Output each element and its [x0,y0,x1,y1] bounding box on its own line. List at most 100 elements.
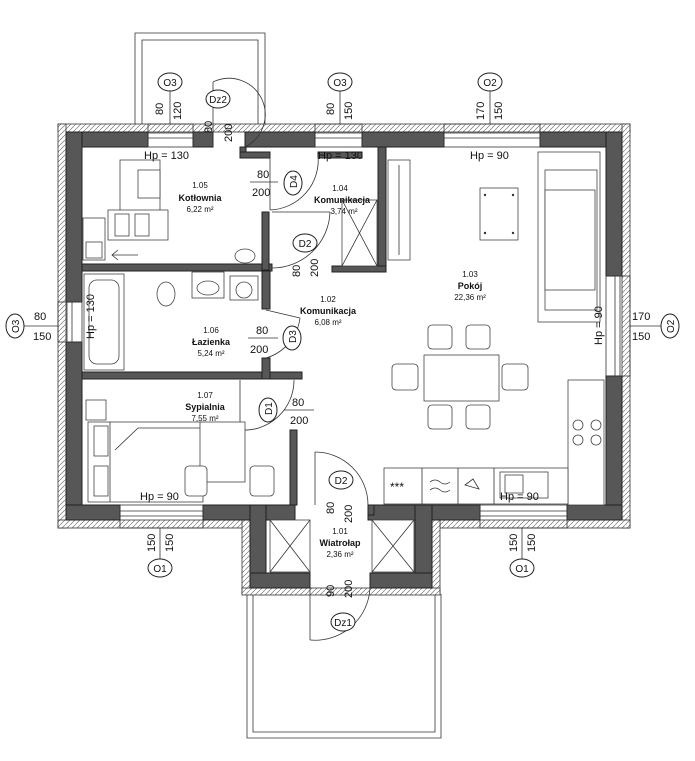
room-label-1-05: 1.05 Kotłownia 6,22 m² [179,181,223,214]
svg-text:6,22 m²: 6,22 m² [186,205,213,214]
svg-text:200: 200 [309,259,321,277]
room-label-1-01: 1.01 Wiatrołap 2,36 m² [320,527,361,559]
boiler-equipment [82,159,256,264]
svg-text:1.04: 1.04 [332,184,348,193]
svg-text:150: 150 [508,534,520,552]
svg-text:90: 90 [325,585,337,597]
svg-text:Hp = 90: Hp = 90 [500,491,539,503]
window-tag-o2-right: O2 170 150 Hp = 90 [593,306,680,345]
svg-text:O1: O1 [153,564,167,575]
labels: 1.05 Kotłownia 6,22 m² 1.04 Komunikacja … [5,72,680,632]
svg-text:Hp = 130: Hp = 130 [85,294,97,339]
svg-text:Hp = 90: Hp = 90 [470,150,509,162]
interior-walls [81,146,387,516]
svg-text:3,74 m²: 3,74 m² [330,207,357,216]
door-tag-dz2: Dz2 80 200 [203,89,235,142]
svg-text:80: 80 [34,311,46,323]
svg-text:200: 200 [250,344,268,356]
window-o1-left [119,504,204,529]
room-label-1-02: 1.02 Komunikacja 6,08 m² [300,295,357,327]
svg-text:Sypialnia: Sypialnia [185,402,226,412]
svg-text:D4: D4 [289,175,300,188]
svg-text:O1: O1 [515,564,529,575]
door-tag-d4: D4 80 200 [250,169,303,199]
svg-text:Dz1: Dz1 [334,618,352,629]
svg-text:150: 150 [33,331,51,343]
door-d4-swing [269,154,319,211]
svg-text:1.07: 1.07 [197,391,213,400]
door-d2-swing-b [314,451,369,506]
window-tag-o1-left: O1 150 150 Hp = 90 [140,491,179,578]
svg-text:1.05: 1.05 [192,181,208,190]
svg-text:Komunikacja: Komunikacja [314,195,371,205]
window-openings [57,123,631,529]
svg-text:150: 150 [343,102,355,120]
svg-text:150: 150 [632,331,650,343]
window-o3-top-left [147,123,194,148]
svg-text:Komunikacja: Komunikacja [300,306,357,316]
svg-text:2,36 m²: 2,36 m² [326,550,353,559]
svg-text:80: 80 [154,103,166,115]
svg-text:Łazienka: Łazienka [192,337,231,347]
svg-text:D2: D2 [299,239,312,250]
svg-text:80: 80 [257,169,269,181]
svg-text:1.02: 1.02 [320,295,336,304]
svg-text:80: 80 [325,502,337,514]
window-o3-top-mid [314,123,363,148]
svg-text:O3: O3 [11,319,22,333]
svg-text:1.06: 1.06 [203,326,219,335]
bedroom-furniture [85,399,275,503]
svg-text:80: 80 [325,103,337,115]
room-label-1-03: 1.03 Pokój 22,36 m² [454,270,486,302]
door-tag-d1: D1 80 200 [258,397,314,427]
svg-text:D3: D3 [288,330,299,343]
svg-text:200: 200 [343,580,355,598]
window-o2-top [443,123,541,148]
svg-text:Kotłownia: Kotłownia [179,193,223,203]
svg-text:200: 200 [290,415,308,427]
svg-text:80: 80 [291,265,303,277]
door-tag-dz1: Dz1 90 200 [325,580,356,632]
svg-text:200: 200 [252,187,270,199]
window-tag-o3-left: O3 80 150 Hp = 130 [5,294,97,343]
window-o3-left [57,301,83,343]
window-tag-o3-top-left: O3 80 120 Hp = 130 [144,72,189,162]
svg-text:Hp = 90: Hp = 90 [140,491,179,503]
svg-text:150: 150 [146,534,158,552]
svg-text:1.03: 1.03 [462,270,478,279]
kitchen-units [383,379,605,506]
svg-text:150: 150 [493,102,505,120]
svg-text:1.01: 1.01 [332,527,348,536]
room-label-1-04: 1.04 Komunikacja 3,74 m² [314,184,371,216]
living-room-furniture [391,151,601,430]
kitchen-sink-symbol: *** [390,480,404,494]
window-tag-o3-top-mid: O3 80 150 Hp = 130 [318,72,363,162]
svg-text:Hp = 130: Hp = 130 [318,150,363,162]
svg-text:Hp = 90: Hp = 90 [593,306,605,345]
svg-text:6,08 m²: 6,08 m² [314,318,341,327]
exterior-walls [65,131,623,589]
door-dz2-swing [212,77,266,148]
svg-text:O2: O2 [666,319,677,333]
svg-text:150: 150 [164,534,176,552]
bathroom-fixtures [83,271,259,371]
built-in-wardrobes [269,159,415,573]
window-o1-right [479,504,568,529]
svg-text:Pokój: Pokój [458,281,483,291]
room-label-1-06: 1.06 Łazienka 5,24 m² [192,326,231,358]
svg-text:D1: D1 [264,402,275,415]
room-label-1-07: 1.07 Sypialnia 7,55 m² [185,391,226,423]
door-tag-d3: D3 80 200 [248,325,302,356]
svg-text:170: 170 [632,311,650,323]
svg-text:O3: O3 [163,78,177,89]
svg-text:150: 150 [526,534,538,552]
svg-text:5,24 m²: 5,24 m² [197,349,224,358]
window-tag-o2-top: O2 170 150 Hp = 90 [470,72,509,162]
door-tag-d2-a: D2 80 200 [291,233,321,277]
svg-text:80: 80 [203,121,215,133]
terrace-top [134,32,266,125]
porch-bottom [246,594,442,739]
svg-text:O2: O2 [483,78,497,89]
svg-text:D2: D2 [335,476,348,487]
